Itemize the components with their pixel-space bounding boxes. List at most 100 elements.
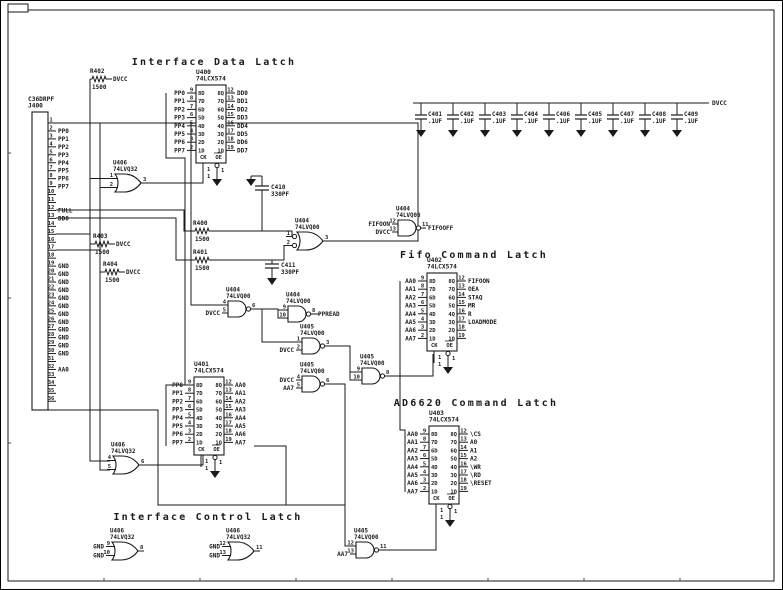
latch-ck-pin-digit: 1: [440, 508, 444, 514]
wire: [380, 512, 437, 551]
cap-bank-item-c409: C409.1UF: [671, 103, 698, 137]
resistor-value: 1500: [92, 84, 107, 91]
connector-pin-number: 18: [48, 253, 55, 259]
latch-port-name: 4D: [198, 124, 205, 130]
connector-part-number: C36DRPF: [28, 96, 54, 103]
capacitor-refdes: C402: [460, 112, 474, 118]
connector-pin-number: 9: [49, 181, 52, 187]
gate-part-number: 74LVQ32: [226, 535, 251, 541]
title-ad6620-command-latch: AD6620 Command Latch: [394, 398, 558, 409]
latch-part-number: 74LCX574: [196, 76, 226, 83]
latch-pin-number: 15: [227, 112, 234, 118]
latch-body: [428, 425, 460, 505]
latch-pin-number: 13: [227, 96, 234, 102]
gate-input-net: FIFOON: [368, 221, 390, 228]
gate-pin-number: 2: [110, 182, 113, 188]
connector-pin-number: 20: [48, 269, 55, 275]
latch-pin-number: 2: [188, 437, 191, 443]
connector-pin-number: 10: [48, 189, 55, 195]
latch-pin-number: 9: [190, 88, 193, 94]
connector-pin-net: AA0: [58, 366, 69, 373]
connector-pin-net: GND: [58, 303, 69, 310]
latch-input-net: AA4: [407, 464, 418, 471]
gate-pin-number: 3: [325, 235, 328, 241]
latch-port-name: 7D: [429, 287, 436, 293]
gate-pin-number: 2: [287, 240, 290, 246]
connector-refdes: J400: [28, 103, 43, 110]
latch-output-net: DD6: [237, 139, 248, 146]
connector-pin-number: 34: [48, 380, 55, 386]
latch-pin-number: 19: [458, 333, 465, 339]
gate-pin-number: 12: [389, 219, 396, 225]
drawing-frame: [7, 9, 775, 582]
latch-output-net: DD3: [237, 115, 248, 122]
gate-pin-number: 6: [326, 378, 330, 384]
cap-bank-item-c408: C408.1UF: [639, 103, 666, 137]
gate-input-net: DVCC: [376, 229, 391, 236]
latch-pin-number: 16: [225, 412, 232, 418]
latch-oe-port: OE: [213, 447, 220, 453]
latch-port-name: 1Q: [450, 489, 457, 495]
ground-symbol: [210, 468, 220, 478]
latch-port-name: 5Q: [448, 304, 455, 310]
connector-pin-number: 22: [48, 284, 55, 290]
inverter-bubble: [445, 350, 451, 357]
cap-bank-item-c407: C407.1UF: [607, 103, 634, 137]
latch-pin-number: 12: [225, 380, 232, 386]
latch-port-name: 6D: [196, 399, 203, 405]
gate-pin-number: 4: [297, 375, 301, 381]
latch-pin-number: 3: [423, 478, 426, 484]
latch-pin-number: 6: [423, 453, 427, 459]
latch-port-name: 8D: [196, 383, 203, 389]
gate-input-net: DVCC: [280, 347, 295, 354]
connector-pin-net: GND: [58, 335, 69, 342]
capacitor-refdes: C407: [620, 112, 634, 118]
gate-pin-number: 1: [297, 337, 301, 343]
frame-corner-tab: [7, 3, 29, 13]
latch-port-name: 3Q: [215, 424, 222, 430]
latch-output-net: DD1: [237, 98, 248, 105]
latch-ck-pin-digit: 1: [207, 174, 211, 180]
latch-output-net: AA1: [235, 390, 246, 397]
gate-part-number: 74LVQ00: [354, 535, 379, 541]
latch-pin-number: 12: [458, 276, 465, 282]
ground-symbol: [512, 127, 522, 137]
resistor-symbol: [93, 239, 111, 249]
ground-arrow: [212, 179, 222, 186]
capacitor-value: .1UF: [524, 119, 538, 125]
latch-port-name: 3D: [431, 473, 438, 479]
gate-pin-number: 13: [347, 549, 354, 555]
ground-symbol: [246, 176, 256, 186]
latch-pin-number: 2: [421, 333, 424, 339]
connector-pin-number: 32: [48, 364, 55, 370]
latch-output-net: STAQ: [468, 294, 483, 301]
gate-part-number: 74LVQ00: [226, 294, 251, 300]
latch-pin-number: 6: [188, 404, 192, 410]
latch-output-net: AA3: [235, 407, 246, 414]
connector-pin-number: 15: [48, 229, 55, 235]
wire: [44, 409, 345, 506]
ground-arrow: [512, 130, 522, 137]
ground-arrow: [480, 130, 490, 137]
resistor-value: 1500: [95, 249, 110, 256]
ground-symbol: [480, 127, 490, 137]
latch-pin-number: 5: [421, 308, 424, 314]
latch-input-net: AA1: [405, 286, 416, 293]
nand-gate-shape: [361, 367, 381, 385]
latch-ck-pin-digit: 1: [207, 167, 211, 173]
latch-output-net: DD5: [237, 131, 248, 138]
connector-pin-number: 19: [48, 261, 55, 267]
latch-input-net: AA3: [405, 303, 416, 310]
latch-input-net: AA5: [405, 319, 416, 326]
latch-port-name: 2D: [429, 328, 436, 334]
latch-input-net: PP1: [174, 98, 185, 105]
gate-pin-number: 12: [347, 541, 354, 547]
latch-output-net: AA4: [235, 415, 246, 422]
latch-port-name: 5Q: [217, 116, 224, 122]
latch-pin-number: 3: [190, 137, 193, 143]
inverter-bubble: [415, 225, 422, 231]
gate-refdes: U406: [113, 161, 127, 167]
latch-port-name: 6D: [198, 107, 205, 113]
